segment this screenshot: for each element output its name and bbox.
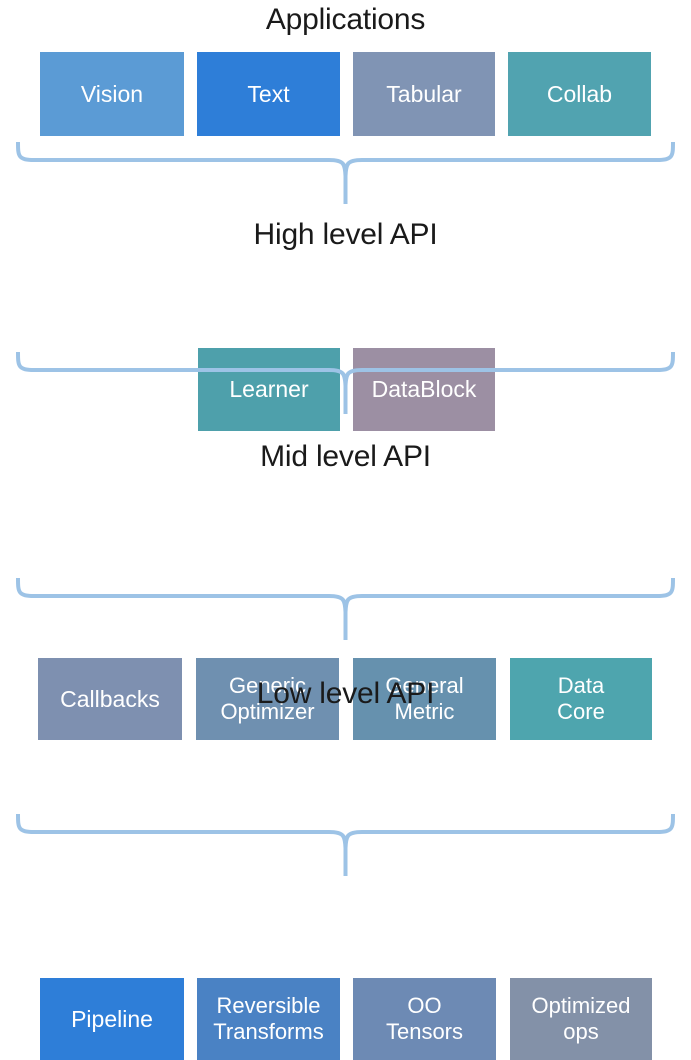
layer-heading-applications: Applications [265,3,426,36]
node-box-text[interactable]: Text [197,52,340,136]
curly-brace-icon [16,142,675,204]
layer-heading-low-level-api: Low level API [256,677,435,710]
node-box-collab[interactable]: Collab [508,52,651,136]
brace-low-level-api [0,814,691,876]
node-box-optimized-ops[interactable]: Optimized ops [510,978,652,1060]
node-box-reversible-transforms[interactable]: Reversible Transforms [197,978,340,1060]
layer-heading-high-level-api: High level API [253,218,438,251]
brace-applications [0,142,691,204]
curly-brace-icon [16,578,675,640]
node-box-vision[interactable]: Vision [40,52,184,136]
node-box-generic-optimizer[interactable]: Generic Optimizer [196,658,339,740]
node-box-tabular[interactable]: Tabular [353,52,495,136]
node-box-oo-tensors[interactable]: OO Tensors [353,978,496,1060]
layer-heading-mid-level-api: Mid level API [260,440,431,473]
node-box-data-core[interactable]: Data Core [510,658,652,740]
brace-mid-level-api [0,578,691,640]
node-box-general-metric[interactable]: General Metric [353,658,496,740]
node-box-learner[interactable]: Learner [198,348,340,431]
node-box-pipeline[interactable]: Pipeline [40,978,184,1060]
curly-brace-icon [16,814,675,876]
node-box-callbacks[interactable]: Callbacks [38,658,182,740]
node-box-datablock[interactable]: DataBlock [353,348,495,431]
